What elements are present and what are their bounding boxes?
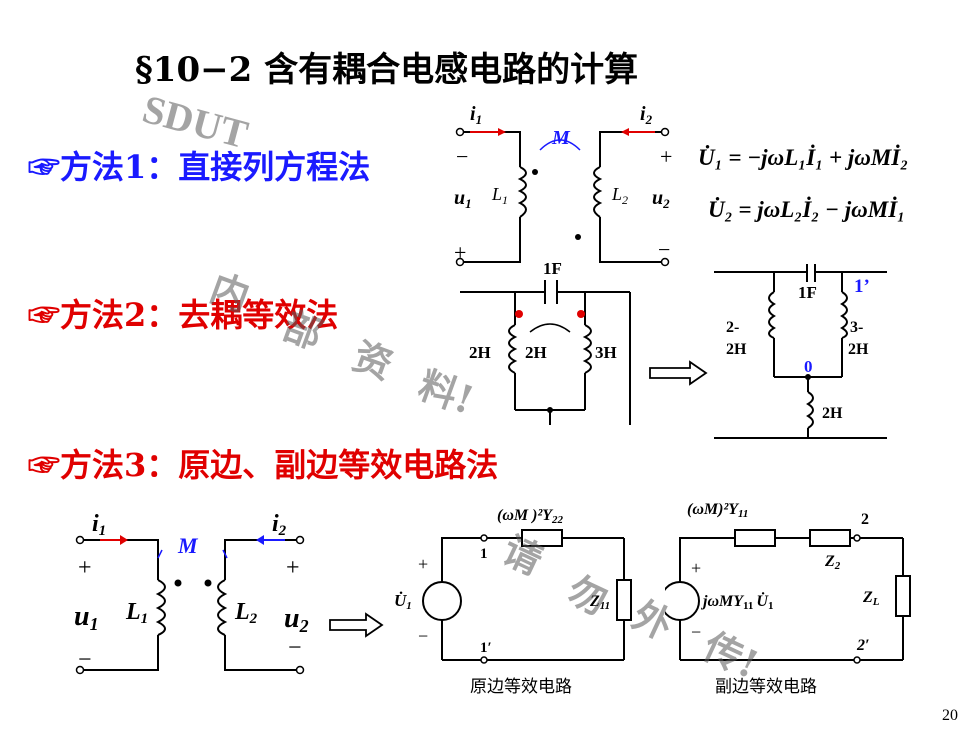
plus-sign: + xyxy=(660,144,672,169)
minus-sign: − xyxy=(288,635,302,661)
mutual-M-label: M xyxy=(551,127,571,149)
method-3-label: 方法3：原边、副边等效电路法 xyxy=(60,446,499,484)
decoupling-circuit-equivalent: 1F 1’ 2- 2H 3- 2H 0 2H xyxy=(714,264,887,439)
capacitor-label: 1F xyxy=(798,283,817,302)
voltage-u1-label: u1 xyxy=(74,601,99,634)
pointing-hand-icon: ☞ xyxy=(28,446,61,484)
node-0-label: 0 xyxy=(804,357,813,376)
minus-sign: − xyxy=(691,622,701,642)
plus-sign: + xyxy=(418,554,428,574)
hollow-right-arrow-icon xyxy=(649,360,708,386)
inductor-L2-label: L2 xyxy=(234,599,258,627)
inductor-L1-label: L1 xyxy=(125,599,148,627)
node-1prime-label: 1’ xyxy=(854,276,870,297)
method-1-label: 方法1：直接列方程法 xyxy=(60,148,371,186)
current-i2-label: i2 xyxy=(640,103,653,127)
inductor-label: 2H xyxy=(525,343,547,362)
source-U1-label: U̇1 xyxy=(394,591,412,612)
capacitor-label: 1F xyxy=(543,260,562,278)
inductor-label: 2H xyxy=(469,343,491,362)
node-1-label: 1 xyxy=(480,546,488,562)
Z2-label: Z2 xyxy=(824,553,841,572)
inductor-label: 3- xyxy=(850,319,863,336)
inductor-label: 2H xyxy=(848,341,869,358)
plus-sign: + xyxy=(454,240,466,265)
minus-sign: − xyxy=(658,237,670,262)
node-2-label: 2 xyxy=(861,511,869,528)
current-i2-label: i2 xyxy=(272,511,287,539)
mutual-M-label: M xyxy=(177,533,199,558)
method-3: ☞方法3：原边、副边等效电路法 xyxy=(28,440,498,486)
current-i1-label: i1 xyxy=(92,511,106,539)
voltage-u1-label: u1 xyxy=(454,187,472,211)
Z11-label: Z11 xyxy=(589,593,610,612)
primary-equivalent-circuit: (ωM )²Y22 + − U̇1 1 1′ Z11 原边等效电路 xyxy=(394,507,632,696)
inductor-label: 2- xyxy=(726,319,739,336)
method-2: ☞方法2：去耦等效法 xyxy=(28,290,338,336)
method-1: ☞方法1：直接列方程法 xyxy=(28,142,370,188)
pointing-hand-icon: ☞ xyxy=(28,148,61,186)
secondary-caption: 副边等效电路 xyxy=(715,677,817,696)
inductor-L2-label: L2 xyxy=(611,184,628,207)
decoupling-circuit-original: 1F 2H 2H 3H xyxy=(460,260,631,425)
current-i1-label: i1 xyxy=(470,103,482,127)
minus-sign: − xyxy=(418,626,428,646)
page-number: 20 xyxy=(942,707,958,724)
voltage-u2-label: u2 xyxy=(284,603,309,636)
hollow-right-arrow-icon xyxy=(329,612,384,638)
minus-sign: − xyxy=(78,647,92,673)
inductor-label: 2H xyxy=(822,405,843,422)
ZL-label: ZL xyxy=(862,589,880,608)
equation-1: U̇₁ = −jωL₁İ₁ + jωMİ₂ xyxy=(698,145,909,170)
plus-sign: + xyxy=(78,555,92,581)
node-1prime-label: 1′ xyxy=(480,640,492,656)
plus-sign: + xyxy=(691,558,701,578)
voltage-u2-label: u2 xyxy=(652,187,670,211)
equation-2: U̇₂ = jωL₂İ₂ − jωMİ₁ xyxy=(708,197,906,222)
plus-sign: + xyxy=(286,555,300,581)
primary-caption: 原边等效电路 xyxy=(470,677,572,696)
inductor-L1-label: L1 xyxy=(491,184,508,207)
reflected-impedance-label: (ωM)²Y11 xyxy=(687,501,748,520)
coupled-inductor-circuit-1: i1 i2 M − + + − u1 u2 L1 L2 xyxy=(454,103,672,267)
method-2-label: 方法2：去耦等效法 xyxy=(60,296,339,334)
inductor-label: 2H xyxy=(726,341,747,358)
pointing-hand-icon: ☞ xyxy=(28,296,61,334)
node-2prime-label: 2′ xyxy=(856,637,870,654)
coupled-inductor-circuit-2: i1 i2 M + + − − u1 u2 L1 L2 xyxy=(74,511,309,675)
inductor-label: 3H xyxy=(595,343,617,362)
reflected-impedance-label: (ωM )²Y22 xyxy=(497,507,564,526)
minus-sign: − xyxy=(456,144,468,169)
page-title: §10−2 含有耦合电感电路的计算 xyxy=(135,50,639,90)
watermark: 资 xyxy=(347,332,399,388)
